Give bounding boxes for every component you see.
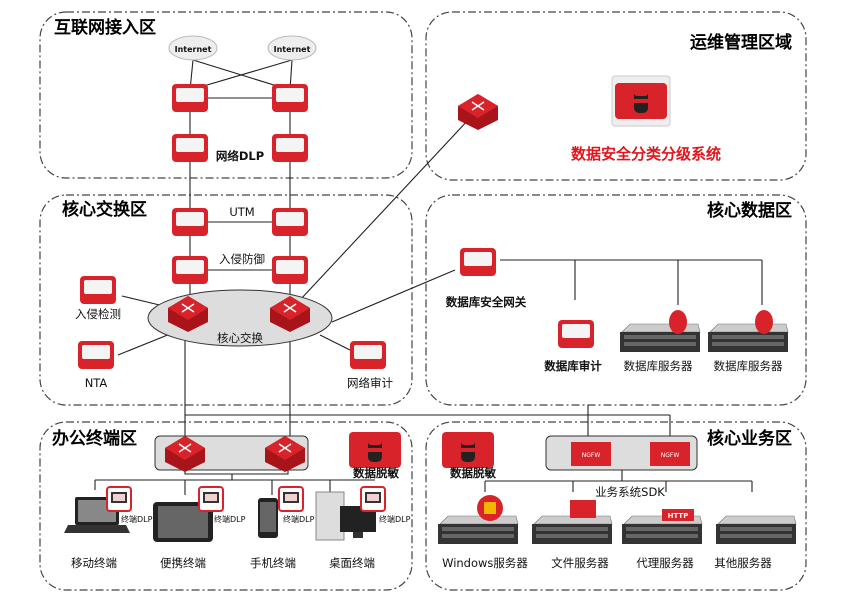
zone-core-data: 核心数据区 bbox=[425, 194, 807, 406]
utm-icon bbox=[172, 208, 208, 236]
ids-icon bbox=[80, 276, 116, 304]
dlp-appliance-icon bbox=[272, 134, 308, 162]
terminal-label: 移动终端 bbox=[71, 556, 117, 570]
terminal-label: 桌面终端 bbox=[329, 556, 375, 570]
data-masking-label: 数据脱敏 bbox=[450, 466, 496, 480]
data-masking-icon bbox=[442, 432, 494, 468]
db-server-label: 数据库服务器 bbox=[714, 359, 783, 373]
terminal-dlp-label: 终端DLP bbox=[214, 514, 246, 524]
terminal-dlp-icon bbox=[106, 486, 132, 512]
db-server-label: 数据库服务器 bbox=[624, 359, 693, 373]
server-label: 文件服务器 bbox=[551, 556, 609, 570]
core-switch-label: 核心交换 bbox=[217, 331, 263, 345]
ips-icon bbox=[272, 256, 308, 284]
ngfw-icon: NGFW bbox=[650, 442, 690, 466]
zone-title: 运维管理区域 bbox=[690, 32, 792, 53]
router-icon bbox=[172, 84, 208, 112]
utm-icon bbox=[272, 208, 308, 236]
zone-title: 互联网接入区 bbox=[54, 17, 156, 38]
zone-internet-access: 互联网接入区 bbox=[39, 11, 413, 179]
network-audit-label: 网络审计 bbox=[347, 376, 393, 390]
db-audit-icon bbox=[558, 320, 594, 348]
zone-title: 核心数据区 bbox=[707, 200, 792, 221]
zone-office-terminal: 办公终端区 bbox=[39, 421, 413, 591]
cloud-label: Internet bbox=[274, 45, 311, 54]
sdk-label: 业务系统SDK bbox=[595, 485, 665, 499]
zone-title: 办公终端区 bbox=[52, 428, 137, 449]
proxy-server-icon: HTTP bbox=[621, 509, 703, 545]
desktop-icon bbox=[315, 491, 376, 541]
terminal-label: 便携终端 bbox=[160, 556, 206, 570]
http-label: HTTP bbox=[668, 512, 689, 520]
file-server-icon bbox=[531, 500, 613, 545]
nta-label: NTA bbox=[85, 376, 108, 390]
ngfw-label: NGFW bbox=[582, 452, 601, 459]
server-label: 其他服务器 bbox=[714, 556, 772, 570]
terminal-dlp-icon bbox=[360, 486, 386, 512]
server-label: 代理服务器 bbox=[636, 556, 694, 570]
other-server-icon bbox=[715, 515, 797, 545]
terminal-dlp-label: 终端DLP bbox=[121, 514, 153, 524]
terminal-dlp-label: 终端DLP bbox=[283, 514, 315, 524]
dlp-appliance-icon bbox=[172, 134, 208, 162]
ips-icon bbox=[172, 256, 208, 284]
internet-cloud-left: Internet bbox=[168, 35, 218, 61]
db-audit-label: 数据库审计 bbox=[544, 359, 602, 373]
utm-label: UTM bbox=[229, 205, 254, 219]
zone-title: 核心交换区 bbox=[62, 199, 147, 220]
internet-cloud-right: Internet bbox=[267, 35, 317, 61]
data-masking-icon bbox=[349, 432, 401, 468]
terminal-dlp-icon bbox=[198, 486, 224, 512]
db-server-icon bbox=[619, 310, 701, 353]
nta-icon bbox=[78, 341, 114, 369]
ngfw-icon: NGFW bbox=[571, 442, 611, 466]
ips-label: 入侵防御 bbox=[219, 252, 265, 266]
network-audit-icon bbox=[350, 341, 386, 369]
connection-lines bbox=[94, 59, 763, 495]
terminal-label: 手机终端 bbox=[250, 556, 296, 570]
zone-core-business: 核心业务区 bbox=[425, 421, 807, 591]
db-server-icon bbox=[707, 310, 789, 353]
router-icon bbox=[272, 84, 308, 112]
network-dlp-label: 网络DLP bbox=[216, 149, 264, 163]
ids-label: 入侵检测 bbox=[75, 307, 121, 321]
server-label: Windows服务器 bbox=[442, 556, 528, 570]
data-masking-label: 数据脱敏 bbox=[353, 466, 399, 480]
cloud-label: Internet bbox=[175, 45, 212, 54]
classification-system-title: 数据安全分类分级系统 bbox=[571, 145, 721, 163]
terminal-dlp-label: 终端DLP bbox=[379, 514, 411, 524]
db-gateway-icon bbox=[460, 248, 496, 276]
phone-icon bbox=[258, 498, 278, 538]
terminal-dlp-icon bbox=[278, 486, 304, 512]
ngfw-label: NGFW bbox=[661, 452, 680, 459]
db-gateway-label: 数据库安全网关 bbox=[446, 295, 527, 309]
windows-server-icon bbox=[437, 495, 519, 545]
classification-system-icon bbox=[611, 75, 671, 127]
zone-title: 核心业务区 bbox=[707, 428, 792, 449]
